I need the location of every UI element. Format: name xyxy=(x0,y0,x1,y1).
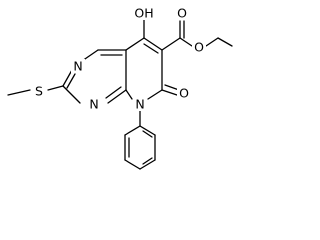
bond-ethyl xyxy=(217,37,233,47)
ester-carbonyl-oxygen-label: O xyxy=(177,6,187,21)
bond-c6-ester-carbon xyxy=(161,37,181,51)
ring-nitrogen-top-label: N xyxy=(73,59,82,74)
bond-c8a-n1-double xyxy=(105,86,122,99)
bond-sulfur-c2 xyxy=(47,85,64,91)
bond-phenyl-3 xyxy=(139,159,156,170)
bond-oxygen-ethyl xyxy=(205,37,219,47)
bond-n1-c2 xyxy=(62,85,81,104)
bond-c4a-c5 xyxy=(125,37,145,51)
atom-labels: OH O O O N N N S xyxy=(32,6,206,112)
bond-n8-c8a xyxy=(125,89,133,100)
ester-oxygen-label: O xyxy=(194,40,204,55)
bond-phenyl-1 xyxy=(139,125,156,136)
sulfur-label: S xyxy=(35,84,43,99)
bond-c5-c6 xyxy=(143,37,163,51)
bond-c2-n3-double xyxy=(66,73,76,89)
chemical-structure-diagram: OH O O O N N N S xyxy=(7,6,233,170)
bond-phenyl-6 xyxy=(124,125,141,136)
bond-ester-oxygen xyxy=(179,37,193,47)
ring-nitrogen-substituted-label: N xyxy=(135,97,144,112)
bond-c7-n8 xyxy=(147,89,163,100)
bond-phenyl-inner-2 xyxy=(142,157,153,165)
bond-phenyl-4 xyxy=(124,159,141,170)
bond-c5-c6-double xyxy=(143,43,159,54)
ring-carbonyl-oxygen-label: O xyxy=(179,86,189,101)
ring-nitrogen-bottom-label: N xyxy=(89,97,98,112)
bond-phenyl-inner-1 xyxy=(142,130,153,138)
bond-c2-n3 xyxy=(62,69,73,87)
bond-methyl-sulfur xyxy=(7,89,31,96)
bond-c8a-n1 xyxy=(107,89,127,104)
bond-lines xyxy=(7,19,233,170)
hydroxyl-label: OH xyxy=(134,6,153,21)
bond-c7-carbonyl-double xyxy=(164,84,180,91)
bond-c7-carbonyl xyxy=(161,89,178,96)
